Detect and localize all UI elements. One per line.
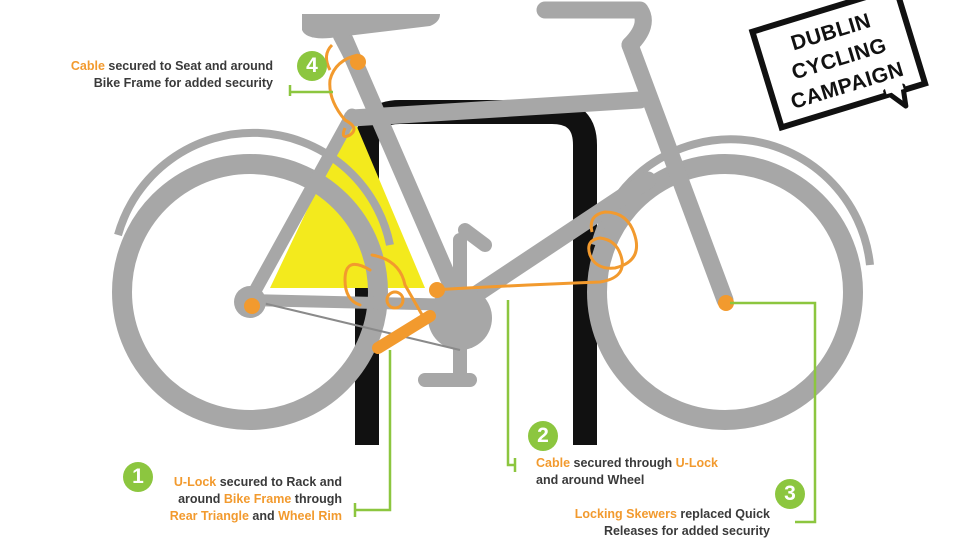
callout-lines xyxy=(288,85,817,524)
highlight-term: U-Lock xyxy=(173,475,217,489)
rear-fender xyxy=(114,128,394,246)
wheel-cable xyxy=(431,210,639,292)
chainring xyxy=(428,286,492,350)
point-frame xyxy=(429,282,445,298)
note-text: secured to Rack and xyxy=(216,475,342,489)
note-text: and xyxy=(248,509,279,523)
note-text: around xyxy=(178,492,224,506)
callout-badge-4: 4 xyxy=(297,51,327,81)
callout-text-wheel-cable: Cable secured through U-Lock and around W… xyxy=(536,455,766,489)
callout-badge-3: 3 xyxy=(775,479,805,509)
note-text: secured to Seat and around xyxy=(104,59,273,73)
point-front-hub xyxy=(718,295,734,311)
callout-badge-1: 1 xyxy=(123,462,153,492)
highlight-term: Cable xyxy=(70,59,105,73)
highlight-term: Bike Frame xyxy=(223,492,292,506)
note-text: Releases for added security xyxy=(603,524,770,538)
highlight-term: Cable xyxy=(536,456,571,470)
seat-cable xyxy=(328,53,359,138)
highlight-term: U-Lock xyxy=(675,456,718,470)
point-seat xyxy=(350,54,366,70)
highlight-term: Wheel Rim xyxy=(278,509,342,523)
callout-badge-2: 2 xyxy=(528,421,558,451)
note-text: secured through xyxy=(570,456,676,470)
bike-frame xyxy=(243,1,734,387)
front-wheel xyxy=(587,154,863,430)
note-text: Bike Frame for added security xyxy=(93,76,273,90)
rear-wheel xyxy=(112,154,388,430)
note-text: and around Wheel xyxy=(536,473,645,487)
u-lock xyxy=(343,253,436,354)
note-text: through xyxy=(291,492,342,506)
note-text: replaced Quick xyxy=(676,507,770,521)
point-rear-hub xyxy=(244,298,260,314)
highlight-term: Rear Triangle xyxy=(169,509,249,523)
highlight-term: Locking Skewers xyxy=(574,507,677,521)
callout-text-u-lock: U-Lock secured to Rack and around Bike Fr… xyxy=(150,474,342,525)
